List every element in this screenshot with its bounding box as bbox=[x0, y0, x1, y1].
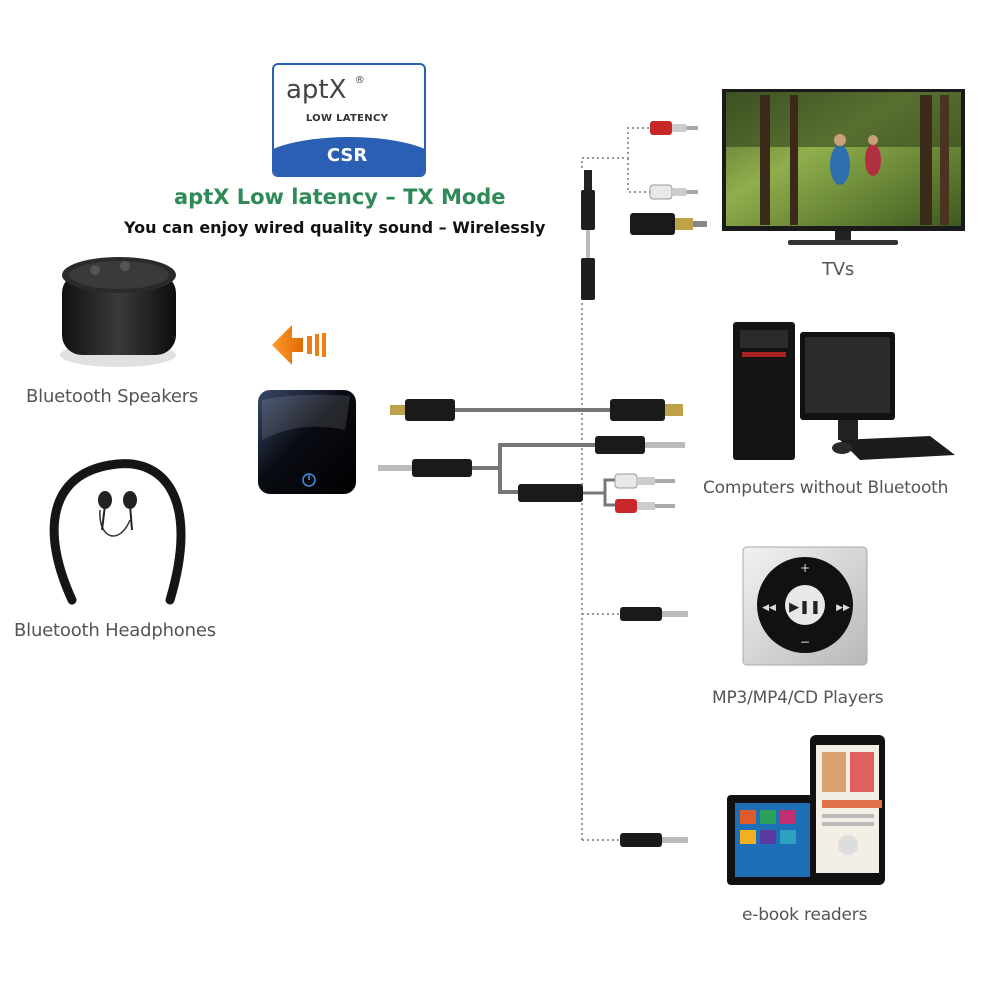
label-bluetooth-headphones: Bluetooth Headphones bbox=[14, 620, 216, 641]
logo-sub: LOW LATENCY bbox=[305, 113, 389, 124]
label-computers: Computers without Bluetooth bbox=[703, 478, 949, 498]
logo-registered-mark: ® bbox=[354, 75, 365, 86]
svg-text:▶▶: ▶▶ bbox=[836, 603, 850, 613]
label-tvs: TVs bbox=[822, 259, 855, 280]
rca-white-plug-tv bbox=[649, 184, 698, 200]
aptx-csr-logo: aptX ® LOW LATENCY CSR bbox=[272, 63, 426, 177]
y-split-cable bbox=[378, 436, 685, 513]
svg-text:+: + bbox=[800, 561, 810, 575]
mp3-player-icon: ▶❚❚ + − ◀◀ ▶▶ bbox=[742, 546, 868, 666]
headphones-icon bbox=[49, 459, 186, 605]
svg-text:◀◀: ◀◀ bbox=[762, 603, 776, 613]
header-subtitle: You can enjoy wired quality sound – Wire… bbox=[124, 218, 546, 237]
vertical-aux-cable bbox=[581, 170, 595, 300]
dotted-tv-connector bbox=[581, 127, 650, 193]
logo-maker: CSR bbox=[326, 145, 368, 166]
svg-text:−: − bbox=[800, 635, 810, 649]
label-mp3-players: MP3/MP4/CD Players bbox=[712, 688, 884, 708]
aux-plug-player bbox=[620, 607, 688, 621]
rca-red-plug-tv bbox=[650, 121, 698, 135]
logo-brand: aptX bbox=[286, 75, 347, 105]
label-ereaders: e-book readers bbox=[742, 905, 868, 925]
label-bluetooth-speakers: Bluetooth Speakers bbox=[26, 386, 199, 407]
signal-arrow-icon bbox=[272, 325, 326, 365]
header-title: aptX Low latency – TX Mode bbox=[174, 185, 506, 209]
aux-plug-ereader bbox=[620, 833, 688, 847]
optical-plug-tv bbox=[630, 213, 707, 235]
svg-text:▶❚❚: ▶❚❚ bbox=[789, 600, 821, 615]
tv-icon bbox=[722, 89, 965, 245]
transmitter-device-icon bbox=[258, 390, 356, 494]
optical-cable-computer bbox=[390, 399, 683, 421]
ereader-icon bbox=[727, 735, 885, 885]
speaker-icon bbox=[60, 257, 176, 367]
computer-icon bbox=[733, 322, 955, 460]
